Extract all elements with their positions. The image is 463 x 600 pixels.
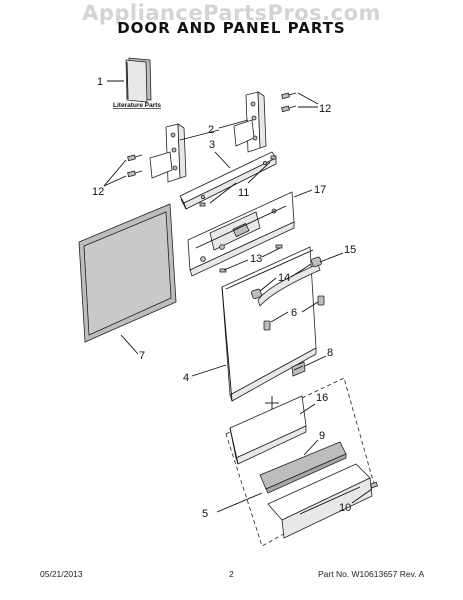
footer-page-number: 2 <box>229 569 234 579</box>
toe-kick-screws <box>369 481 379 489</box>
leader-15 <box>319 252 344 263</box>
callout-12-left: 12 <box>92 186 104 198</box>
leader-2a <box>218 119 249 129</box>
leader-13b <box>261 247 281 258</box>
leader-6b <box>301 301 319 313</box>
leader-11b <box>247 161 271 184</box>
leader-16 <box>299 403 316 415</box>
watermark: AppliancePartsPros.com <box>82 1 381 25</box>
diagram-title: DOOR AND PANEL PARTS <box>117 19 346 37</box>
callout-13: 13 <box>250 253 262 265</box>
leader-2b <box>179 129 220 141</box>
leader-14a <box>259 277 277 292</box>
insulation-blanket <box>78 203 177 343</box>
callout-7: 7 <box>139 350 145 362</box>
leader-10 <box>351 488 373 504</box>
handle-screws <box>263 295 325 331</box>
callout-14: 14 <box>278 272 290 284</box>
callout-11: 11 <box>238 187 249 199</box>
footer-date: 05/21/2013 <box>40 569 83 579</box>
toe-kick-panel <box>267 463 373 539</box>
leader-6a <box>270 311 289 323</box>
callout-4: 4 <box>183 372 189 384</box>
toe-seal-strip <box>259 441 347 494</box>
door-latch-vent <box>291 361 306 377</box>
callout-2: 2 <box>208 124 214 136</box>
callout-3: 3 <box>209 139 215 151</box>
leader-3 <box>214 151 231 169</box>
callout-17: 17 <box>314 184 326 196</box>
leader-5 <box>216 492 263 513</box>
vent-bracket <box>179 151 277 210</box>
leader-7 <box>120 334 139 355</box>
callout-1: 1 <box>97 76 103 88</box>
leader-9 <box>303 439 319 456</box>
leader-12a-1 <box>297 92 319 105</box>
callout-12-right: 12 <box>319 103 331 115</box>
foam-insulation-block <box>229 395 307 465</box>
leader-11a <box>209 182 237 204</box>
callout-9: 9 <box>319 430 325 442</box>
leader-13a <box>223 259 249 271</box>
literature-booklet <box>125 57 152 103</box>
footer-part-number: Part No. W10613657 Rev. A <box>318 569 425 579</box>
vent-bracket-screws <box>199 155 277 207</box>
callout-5: 5 <box>202 508 208 520</box>
leader-8 <box>304 355 327 367</box>
hinge-screws-right <box>281 92 297 113</box>
hinge-screws-left <box>127 154 143 178</box>
hinge-bracket-right <box>233 91 267 153</box>
literature-parts-label: Literature Parts <box>113 102 161 109</box>
door-handle <box>251 256 322 307</box>
leader-4 <box>191 364 227 377</box>
leader-12b-2 <box>103 175 127 187</box>
hinge-bracket-left <box>149 123 187 183</box>
callout-8: 8 <box>327 347 333 359</box>
callout-15: 15 <box>344 244 356 256</box>
leader-12b-1 <box>103 159 127 187</box>
callout-16: 16 <box>316 392 328 404</box>
callout-6: 6 <box>291 307 297 319</box>
callout-10: 10 <box>339 502 351 514</box>
leader-14b <box>290 263 312 278</box>
leader-17 <box>293 189 313 198</box>
control-panel-assembly <box>187 191 295 277</box>
